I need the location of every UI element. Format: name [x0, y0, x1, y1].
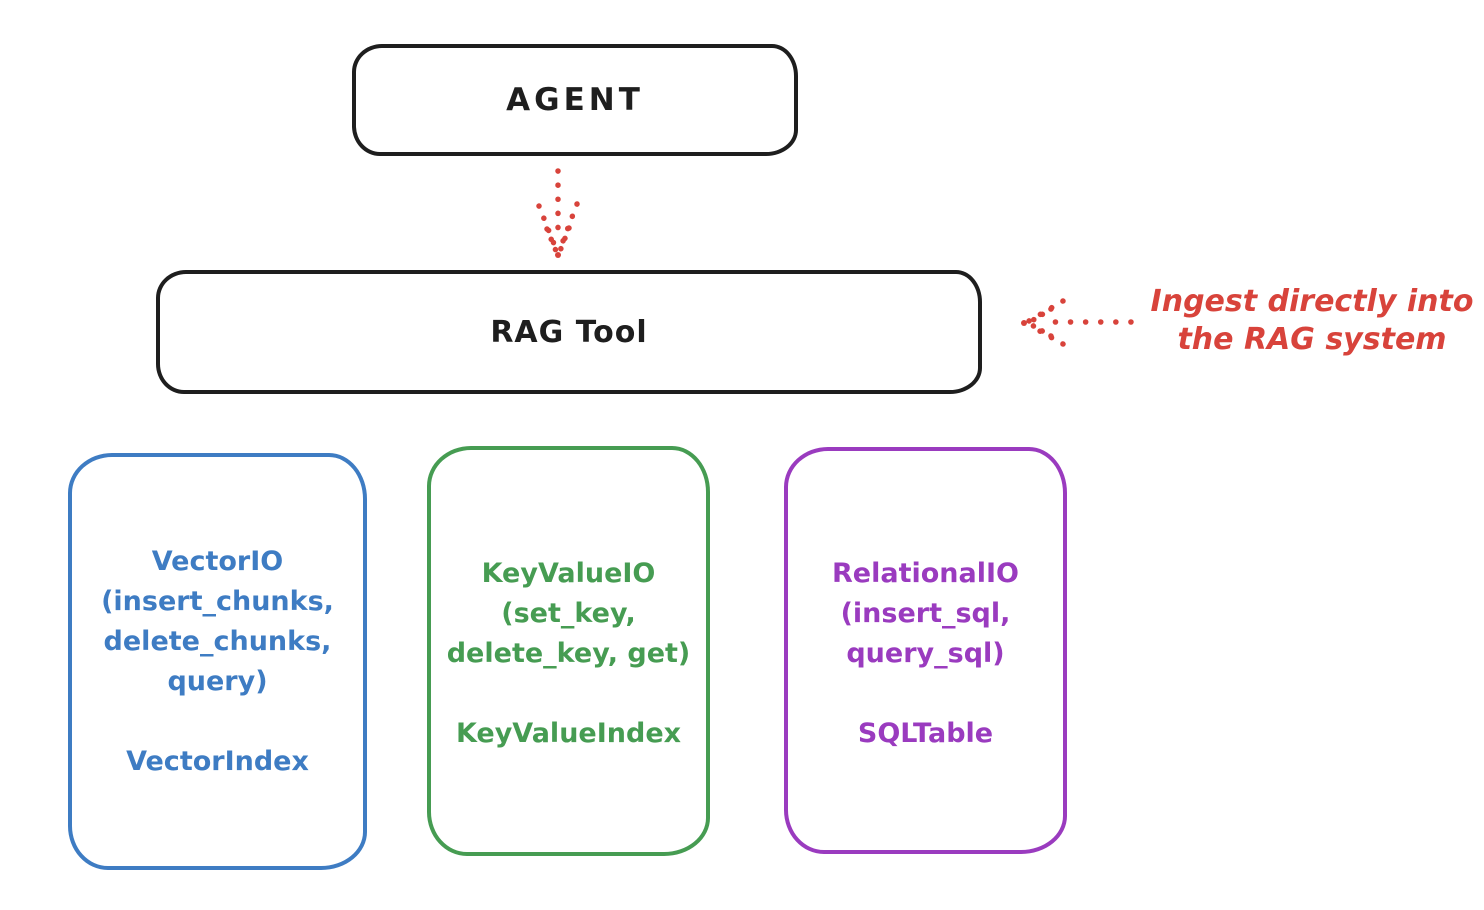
sql-table-label: SQLTable: [857, 718, 994, 749]
relational-io-box: RelationalIO (insert_sql, query_sql) SQL…: [784, 447, 1067, 854]
agent-box: AGENT: [352, 44, 798, 156]
keyvalue-io-title: KeyValueIO (set_key, delete_key, get): [447, 554, 691, 674]
keyvalue-io-line: KeyValueIO: [481, 558, 656, 589]
keyvalue-io-line: delete_key, get): [446, 638, 691, 669]
ingest-annotation-line2: the RAG system: [1177, 322, 1447, 357]
vector-io-title: VectorIO (insert_chunks, delete_chunks, …: [101, 542, 334, 702]
relational-io-line: query_sql): [846, 638, 1005, 669]
ingest-annotation-line1: Ingest directly into: [1150, 284, 1474, 319]
relational-io-title: RelationalIO (insert_sql, query_sql): [832, 554, 1019, 674]
relational-io-line: RelationalIO: [832, 558, 1019, 589]
vector-io-line: query): [167, 666, 268, 697]
keyvalue-io-line: (set_key,: [501, 598, 636, 629]
agent-to-rag-arrow-icon: [536, 168, 580, 258]
rag-tool-box: RAG Tool: [156, 270, 982, 394]
rag-tool-box-label: RAG Tool: [490, 314, 648, 350]
relational-io-line: (insert_sql,: [840, 598, 1011, 629]
keyvalue-io-box: KeyValueIO (set_key, delete_key, get) Ke…: [427, 446, 710, 856]
annotation-to-rag-arrow-icon: [1021, 298, 1134, 347]
vector-index-label: VectorIndex: [126, 746, 309, 777]
vector-io-box: VectorIO (insert_chunks, delete_chunks, …: [68, 453, 367, 870]
ingest-annotation: Ingest directly into the RAG system: [1140, 283, 1484, 359]
vector-io-line: VectorIO: [151, 546, 284, 577]
vector-io-line: delete_chunks,: [103, 626, 332, 657]
keyvalue-index-label: KeyValueIndex: [455, 718, 682, 749]
agent-box-label: AGENT: [506, 82, 644, 118]
vector-io-line: (insert_chunks,: [101, 586, 334, 617]
